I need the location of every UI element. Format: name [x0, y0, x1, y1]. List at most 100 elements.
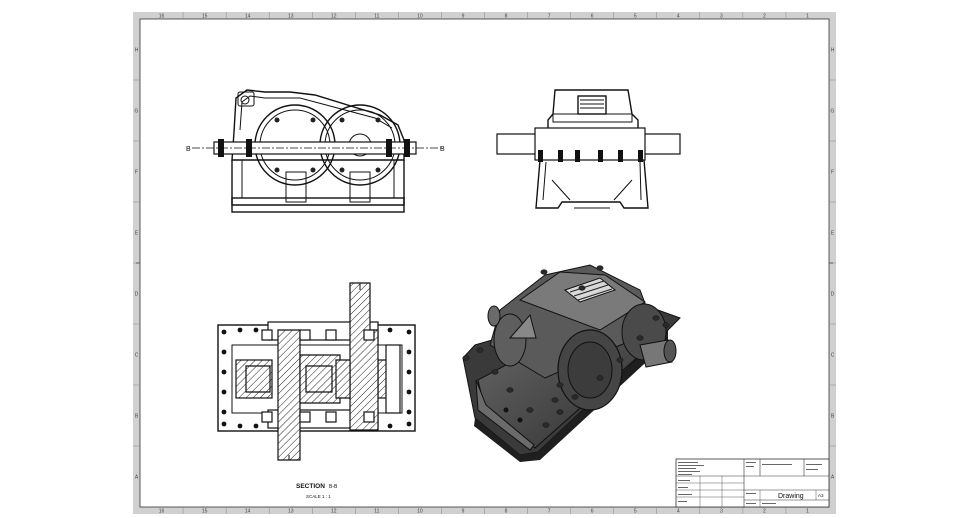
zone-number: 8 — [505, 509, 508, 515]
section-view: SECTION B-B SCALE 1 : 1 — [217, 282, 416, 499]
bolt-hole — [253, 423, 259, 429]
zone-number: 11 — [374, 509, 379, 515]
zone-number: 11 — [374, 14, 379, 20]
title-block-text — [746, 503, 756, 504]
title-block-text — [746, 466, 754, 467]
bolt — [476, 347, 484, 353]
bolt — [540, 269, 548, 275]
bolt-hole — [406, 409, 412, 415]
sheet-border — [133, 12, 836, 514]
title-block-text — [746, 493, 756, 494]
zone-letter: H — [135, 48, 139, 54]
zone-number: 4 — [677, 14, 680, 20]
bolt — [526, 407, 534, 413]
zone-number: 16 — [159, 14, 165, 20]
bolt-hole — [221, 421, 227, 427]
bolt — [616, 357, 624, 363]
bolt-hole — [406, 421, 412, 427]
bolt-hole — [221, 369, 227, 375]
zone-number: 6 — [591, 509, 594, 515]
zone-number: 15 — [202, 14, 208, 20]
bolt — [556, 409, 564, 415]
bolt — [491, 369, 499, 375]
title-block-text — [678, 474, 692, 475]
bolt-hole — [387, 423, 393, 429]
zone-letter: A — [831, 475, 835, 481]
bolt — [462, 355, 470, 361]
bolt-hole — [253, 327, 259, 333]
zone-number: 13 — [288, 14, 294, 20]
title-block-text — [762, 464, 792, 465]
title-block-text — [678, 462, 698, 463]
drawing-title: Drawing — [778, 493, 804, 500]
bolt — [596, 265, 604, 271]
title-block-text — [678, 471, 700, 472]
zone-letter: B — [831, 414, 835, 420]
zone-number: 12 — [331, 509, 337, 515]
bolt — [596, 375, 604, 381]
bolt — [551, 397, 559, 403]
bolt — [571, 394, 579, 400]
zone-number: 10 — [417, 509, 423, 515]
zone-number: 1 — [806, 14, 809, 20]
zone-letter: H — [831, 48, 835, 54]
title-block-text — [678, 494, 692, 495]
bolt-hole — [406, 349, 412, 355]
isometric-view — [462, 264, 681, 462]
sheet-size: A3 — [818, 493, 824, 498]
bolt — [578, 285, 586, 291]
zone-letter: E — [831, 231, 835, 237]
title-block-text — [678, 465, 704, 466]
bolt-hole — [221, 389, 227, 395]
bolt-hole — [237, 423, 243, 429]
zone-number: 6 — [591, 14, 594, 20]
zone-number: 1 — [806, 509, 809, 515]
bolt-hole — [237, 327, 243, 333]
zone-letter: C — [135, 353, 139, 359]
front-view: B B — [186, 89, 445, 213]
title-block-text — [678, 480, 690, 481]
bolt-hole — [221, 329, 227, 335]
zone-number: 5 — [634, 509, 637, 515]
zone-number: 13 — [288, 509, 294, 515]
side-view — [496, 89, 681, 209]
section-scale: SCALE 1 : 1 — [306, 494, 331, 499]
zone-number: 16 — [159, 509, 165, 515]
zone-number: 9 — [462, 509, 465, 515]
zone-number: 14 — [245, 509, 251, 515]
zone-number: 2 — [763, 509, 766, 515]
cut-label-right: B — [440, 146, 445, 153]
bolt-hole — [221, 349, 227, 355]
title-block-text — [678, 487, 688, 488]
title-block-text — [762, 503, 776, 504]
bolt — [662, 322, 670, 328]
title-block-text — [806, 469, 818, 470]
zone-number: 14 — [245, 14, 251, 20]
title-block-text — [678, 468, 696, 469]
zone-letter: A — [135, 475, 139, 481]
zone-number: 10 — [417, 14, 423, 20]
title-block-text — [678, 501, 687, 502]
zone-number: 3 — [720, 509, 723, 515]
bolt-hole — [406, 389, 412, 395]
zone-letter: C — [831, 353, 835, 359]
zone-letter: D — [831, 292, 835, 298]
zone-letter: B — [135, 414, 139, 420]
title-block-text — [806, 464, 822, 465]
zone-number: 8 — [505, 14, 508, 20]
zone-letter: D — [135, 292, 139, 298]
zone-letter: E — [135, 231, 139, 237]
cut-label-left: B — [186, 146, 191, 153]
bolt — [652, 315, 660, 321]
bolt-hole — [406, 369, 412, 375]
bolt — [636, 335, 644, 341]
zone-number: 2 — [763, 14, 766, 20]
zone-number: 15 — [202, 509, 208, 515]
zone-number: 9 — [462, 14, 465, 20]
section-id: B-B — [329, 484, 338, 490]
